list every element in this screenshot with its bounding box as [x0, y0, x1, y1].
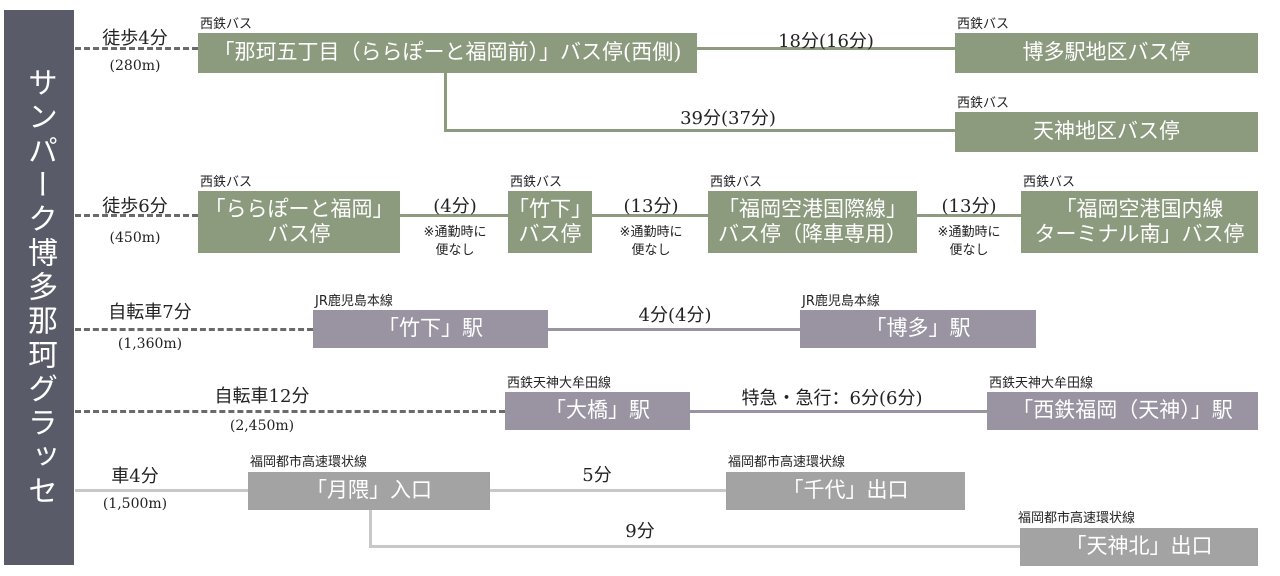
route-line — [548, 328, 800, 331]
service-note: ※通勤時に 便なし — [619, 225, 683, 258]
walk-route-line — [75, 47, 198, 50]
access-time: 自転車7分 — [108, 302, 192, 323]
bus-stop-box: 「那珂五丁目（ららぽーと福岡前）」バス停(西側) — [198, 33, 697, 73]
route-line — [444, 73, 447, 132]
travel-time: 5分 — [582, 465, 612, 486]
travel-time: 4分(4分) — [638, 305, 712, 326]
station-box: 「西鉄福岡（天神）」駅 — [987, 392, 1258, 430]
access-time: 徒歩6分 — [102, 196, 168, 217]
access-distance: (1,360m) — [117, 336, 183, 352]
travel-time: 39分(37分) — [680, 108, 776, 129]
travel-time: 18分(16分) — [778, 31, 874, 52]
bicycle-route-line — [75, 410, 505, 413]
service-note: ※通勤時に 便なし — [423, 225, 487, 258]
line-label: 西鉄天神大牟田線 — [507, 376, 612, 391]
bus-stop-box: 「竹下」 バス停 — [508, 191, 592, 253]
car-route-line — [75, 489, 248, 492]
bus-stop-box: 博多駅地区バス停 — [955, 33, 1258, 73]
access-distance: (1,500m) — [102, 496, 168, 512]
operator-label: 西鉄バス — [957, 96, 1010, 111]
bicycle-route-line — [75, 328, 313, 331]
walk-route-line — [75, 214, 198, 217]
line-label: 西鉄天神大牟田線 — [989, 376, 1094, 391]
route-line — [400, 214, 508, 217]
route-line — [444, 129, 955, 132]
route-line — [697, 47, 955, 50]
access-distance: (280m) — [109, 58, 161, 74]
line-label: JR鹿児島本線 — [315, 294, 393, 309]
access-time: 車4分 — [111, 466, 159, 487]
interchange-box: 「天神北」出口 — [1020, 528, 1258, 566]
travel-time: 特急・急行：6分(6分) — [741, 388, 923, 409]
bus-stop-box: 「ららぽーと福岡」 バス停 — [198, 191, 400, 253]
station-box: 「大橋」駅 — [505, 392, 690, 430]
access-distance: (450m) — [109, 230, 161, 246]
property-name-banner: サンパーク博多那珂グラッセ — [4, 10, 74, 565]
operator-label: 西鉄バス — [957, 17, 1010, 32]
travel-time: 9分 — [625, 521, 655, 542]
line-label: 福岡都市高速環状線 — [728, 455, 846, 470]
route-line — [592, 214, 708, 217]
operator-label: 西鉄バス — [1023, 175, 1076, 190]
station-box: 「博多」駅 — [800, 310, 1036, 348]
travel-time: (4分) — [433, 196, 477, 217]
line-label: 福岡都市高速環状線 — [1018, 511, 1136, 526]
route-line — [369, 510, 372, 548]
operator-label: 西鉄バス — [710, 175, 763, 190]
service-note: ※通勤時に 便なし — [937, 225, 1001, 258]
line-label: JR鹿児島本線 — [802, 294, 880, 309]
line-label: 福岡都市高速環状線 — [250, 455, 368, 470]
access-distance: (2,450m) — [229, 418, 295, 434]
route-line — [369, 545, 1020, 548]
operator-label: 西鉄バス — [200, 175, 253, 190]
bus-stop-box: 「福岡空港国内線 ターミナル南」バス停 — [1021, 191, 1258, 253]
access-time: 徒歩4分 — [102, 28, 168, 49]
travel-time: (13分) — [623, 196, 679, 217]
property-name: サンパーク博多那珂グラッセ — [22, 66, 57, 509]
access-time: 自転車12分 — [214, 386, 310, 407]
station-box: 「竹下」駅 — [313, 310, 548, 348]
interchange-box: 「月隈」入口 — [248, 472, 490, 510]
operator-label: 西鉄バス — [510, 175, 563, 190]
bus-stop-box: 天神地区バス停 — [955, 112, 1258, 152]
route-line — [490, 489, 726, 492]
route-line — [917, 214, 1021, 217]
route-line — [690, 410, 987, 413]
bus-stop-box: 「福岡空港国際線」 バス停（降車専用） — [708, 191, 917, 253]
operator-label: 西鉄バス — [200, 17, 253, 32]
travel-time: (13分) — [941, 196, 997, 217]
interchange-box: 「千代」出口 — [726, 472, 965, 510]
